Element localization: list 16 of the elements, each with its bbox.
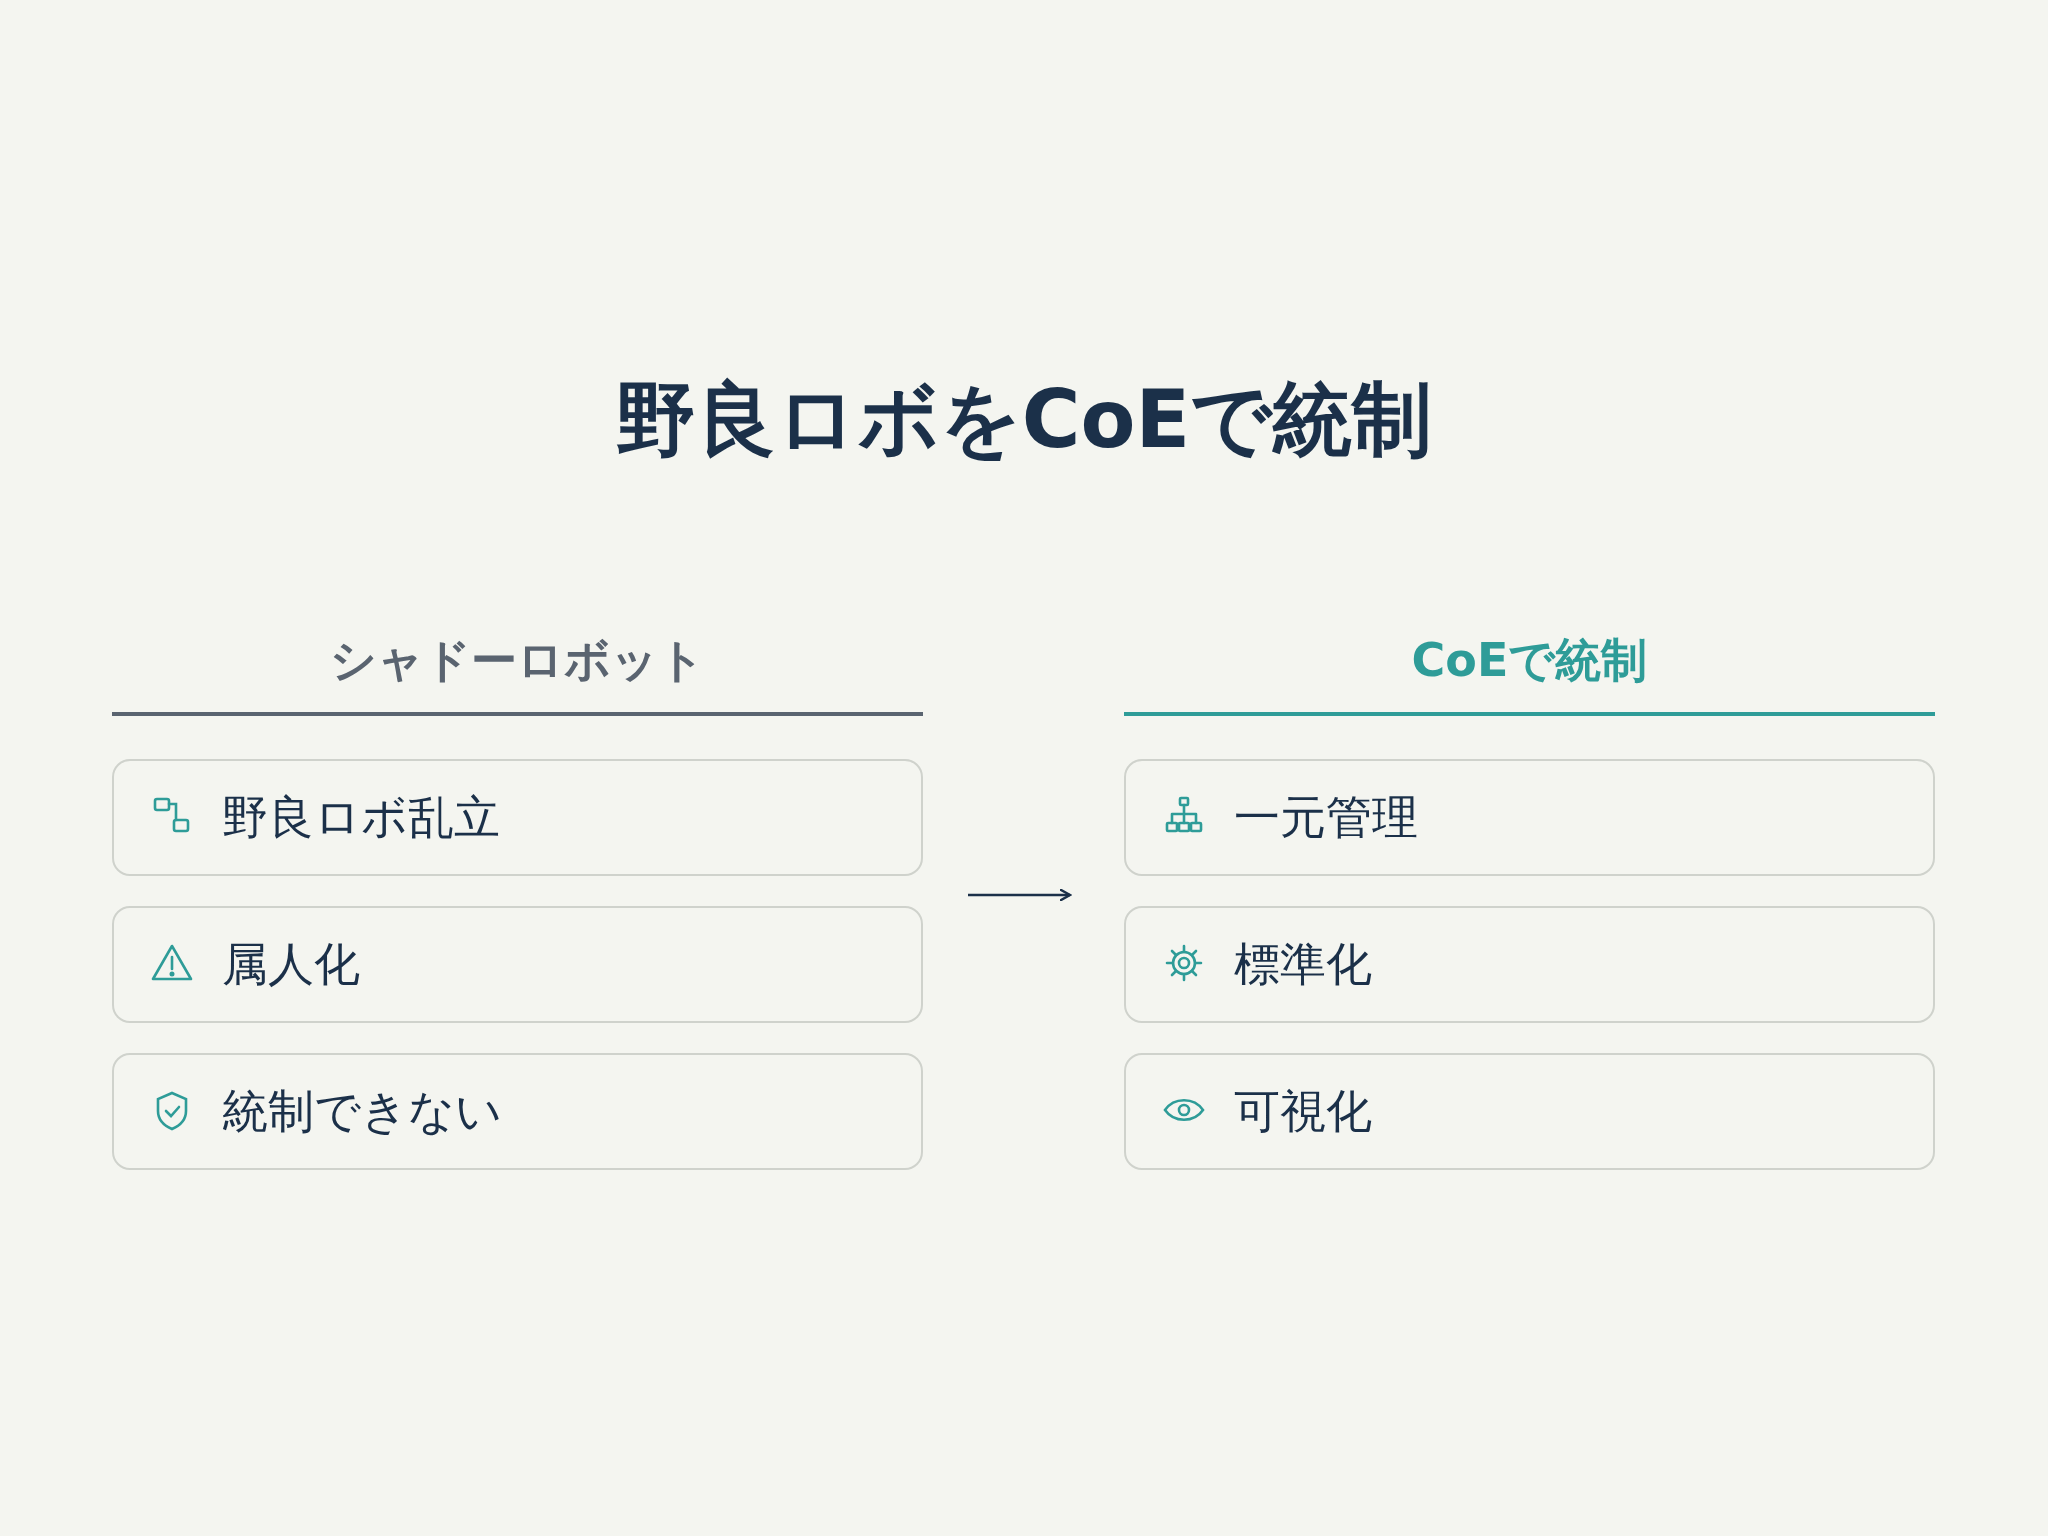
item-card [1124, 1053, 1935, 1170]
item-card [1124, 906, 1935, 1023]
item-label: 一元管理 [1234, 789, 1418, 846]
column-heading: CoEで統制 [1124, 620, 1935, 716]
item-card [112, 906, 923, 1023]
item-label: 可視化 [1234, 1083, 1372, 1140]
item-card [112, 759, 923, 876]
item-label: 統制できない [222, 1083, 502, 1140]
item-label: 属人化 [222, 936, 360, 993]
item-label: 標準化 [1234, 936, 1372, 993]
arrow [968, 888, 1072, 902]
title: 野良ロボをCoEで統制 [614, 372, 1434, 468]
item-card [112, 1053, 923, 1170]
column-heading: シャドーロボット [112, 620, 923, 716]
item-label: 野良ロボ乱立 [222, 789, 500, 846]
item-card [1124, 759, 1935, 876]
